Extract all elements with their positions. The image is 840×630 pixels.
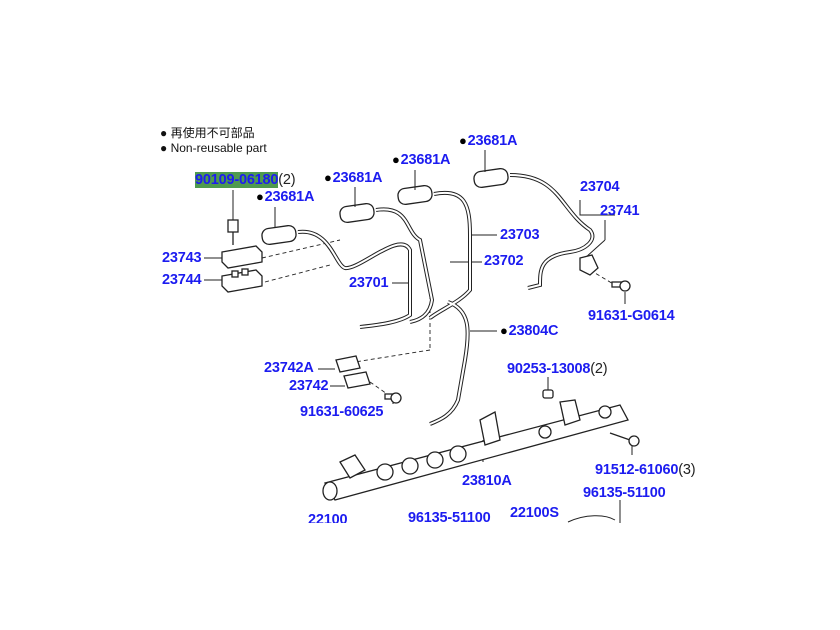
bolt-icon bbox=[611, 280, 631, 292]
part-label-22100[interactable]: 22100 bbox=[308, 512, 348, 523]
legend-non-reusable-jp: ● 再使用不可部品 bbox=[160, 126, 255, 140]
part-label-23810A[interactable]: 23810A bbox=[462, 473, 512, 489]
legend-text-jp: 再使用不可部品 bbox=[170, 126, 255, 140]
part-number[interactable]: 90253-13008 bbox=[507, 361, 591, 377]
part-label-23743[interactable]: 23743 bbox=[162, 250, 202, 266]
quantity: (2) bbox=[590, 361, 608, 377]
bullet-icon: ● bbox=[160, 126, 168, 140]
part-number[interactable]: 23681A bbox=[332, 170, 383, 186]
part-label-23681A[interactable]: ●23681A bbox=[392, 152, 450, 168]
sleeve-icon bbox=[261, 167, 509, 246]
part-number[interactable]: 91512-61060 bbox=[595, 462, 679, 478]
part-label-91512-61060[interactable]: 91512-61060(3) bbox=[595, 462, 696, 478]
part-number[interactable]: 23804C bbox=[508, 323, 559, 339]
part-number[interactable]: 23681A bbox=[264, 189, 315, 205]
common-rail-icon bbox=[322, 399, 629, 501]
part-label-91631-G0614[interactable]: 91631-G0614 bbox=[588, 308, 675, 324]
part-label-23703[interactable]: 23703 bbox=[500, 227, 540, 243]
pipe-clamp-icon bbox=[579, 254, 599, 276]
part-label-90109-06180[interactable]: 90109-06180(2) bbox=[195, 172, 296, 188]
part-number[interactable]: 90109-06180 bbox=[195, 172, 279, 188]
part-label-23744[interactable]: 23744 bbox=[162, 272, 202, 288]
part-label-23701[interactable]: 23701 bbox=[349, 275, 389, 291]
pipe-clamp-icon bbox=[335, 355, 371, 389]
part-label-23702[interactable]: 23702 bbox=[484, 253, 524, 269]
bolt-icon bbox=[227, 219, 239, 245]
bolt-icon bbox=[384, 392, 402, 404]
non-reusable-dot-icon: ● bbox=[500, 323, 508, 338]
legend-non-reusable-en: ● Non-reusable part bbox=[160, 141, 267, 155]
part-label-96135-51100[interactable]: 96135-51100 bbox=[408, 510, 491, 523]
non-reusable-dot-icon: ● bbox=[459, 133, 467, 148]
gasket-icon bbox=[542, 389, 554, 399]
part-label-23742A[interactable]: 23742A bbox=[264, 360, 314, 376]
part-label-96135-51100[interactable]: 96135-51100 bbox=[583, 485, 666, 501]
part-label-23704[interactable]: 23704 bbox=[580, 179, 620, 195]
part-label-23804C[interactable]: ●23804C bbox=[500, 323, 558, 339]
part-label-23742[interactable]: 23742 bbox=[289, 378, 329, 394]
part-label-91631-60625[interactable]: 91631-60625 bbox=[300, 404, 384, 420]
part-label-23681A[interactable]: ●23681A bbox=[459, 133, 517, 149]
non-reusable-dot-icon: ● bbox=[392, 152, 400, 167]
part-label-23741[interactable]: 23741 bbox=[600, 203, 640, 219]
part-label-90253-13008[interactable]: 90253-13008(2) bbox=[507, 361, 608, 377]
legend-text-en: Non-reusable part bbox=[170, 141, 267, 155]
part-label-23681A[interactable]: ●23681A bbox=[256, 189, 314, 205]
non-reusable-dot-icon: ● bbox=[256, 189, 264, 204]
part-label-22100S[interactable]: 22100S bbox=[510, 505, 559, 521]
non-reusable-dot-icon: ● bbox=[324, 170, 332, 185]
part-number[interactable]: 23681A bbox=[400, 152, 451, 168]
clamp-icon bbox=[221, 245, 263, 293]
quantity: (3) bbox=[678, 462, 696, 478]
diagram-viewport: ● 再使用不可部品 ● Non-reusable part 90109-0618… bbox=[160, 126, 696, 523]
bullet-icon: ● bbox=[160, 141, 168, 155]
quantity: (2) bbox=[278, 172, 296, 188]
part-label-23681A[interactable]: ●23681A bbox=[324, 170, 382, 186]
exploded-parts-drawing bbox=[204, 150, 640, 523]
bolt-icon bbox=[609, 432, 640, 447]
part-number[interactable]: 23681A bbox=[467, 133, 518, 149]
